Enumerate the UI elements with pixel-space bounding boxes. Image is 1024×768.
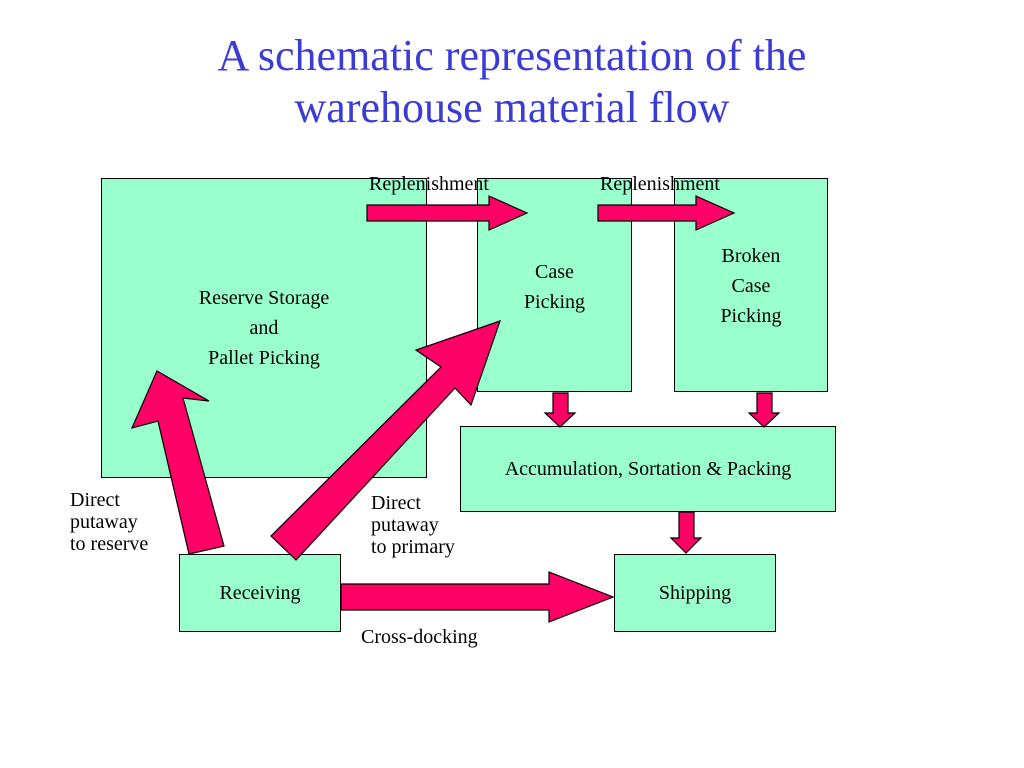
replenishment-arrow-case-to-broken (597, 195, 736, 231)
replenishment-label-1: Replenishment (369, 173, 489, 195)
reserve-storage-box: Reserve Storage and Pallet Picking (101, 178, 427, 478)
cross-docking-label: Cross-docking (361, 626, 478, 648)
broken-to-accumulation-arrow (747, 392, 781, 428)
receiving-box: Receiving (179, 554, 341, 632)
direct-putaway-primary-label: Direct putaway to primary (371, 492, 455, 558)
diagram-title-line-1: A schematic representation of the (217, 31, 807, 80)
shipping-box: Shipping (614, 554, 776, 632)
broken-case-picking-label: Broken Case Picking (720, 245, 782, 327)
direct-putaway-primary-arrow (270, 320, 501, 561)
reserve-storage-label: Reserve Storage and Pallet Picking (198, 287, 330, 369)
replenishment-arrow-reserve-to-case (366, 195, 529, 231)
direct-putaway-reserve-arrow (130, 370, 225, 555)
cross-docking-arrow (340, 571, 615, 623)
case-to-accumulation-arrow (543, 392, 577, 428)
diagram-title: A schematic representation of the wareho… (0, 30, 1024, 134)
case-picking-label: Case Picking (523, 261, 586, 313)
diagram-title-line-2: warehouse material flow (294, 83, 730, 132)
shipping-label: Shipping (658, 582, 732, 604)
accumulation-to-shipping-arrow (669, 511, 703, 554)
receiving-label: Receiving (219, 582, 301, 604)
direct-putaway-reserve-label: Direct putaway to reserve (70, 489, 149, 555)
accumulation-sortation-packing-box: Accumulation, Sortation & Packing (460, 426, 836, 512)
accumulation-sortation-packing-label: Accumulation, Sortation & Packing (504, 458, 792, 480)
replenishment-label-2: Replenishment (600, 173, 720, 195)
